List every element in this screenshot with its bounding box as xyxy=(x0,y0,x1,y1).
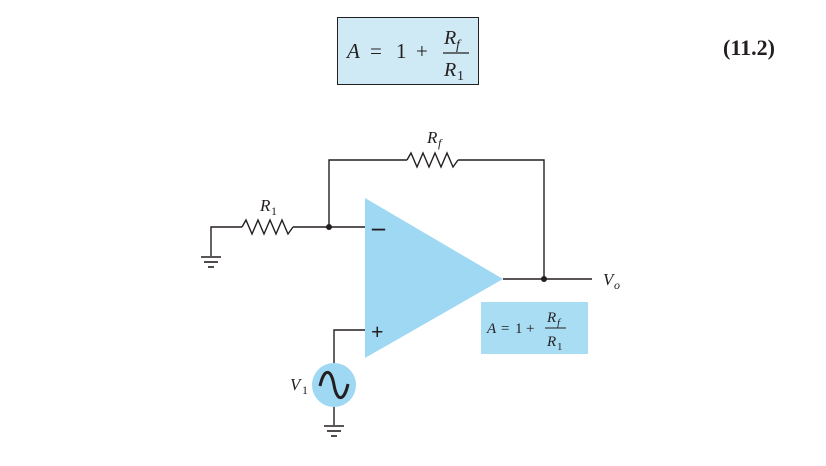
gain-formula-box xyxy=(481,302,588,354)
equation-denominator: R xyxy=(443,59,456,81)
junction-dot-input xyxy=(326,224,332,230)
gain-denominator-sub: 1 xyxy=(557,341,563,353)
equation-formula: A = 1 + R f R 1 xyxy=(345,27,469,84)
equation-box xyxy=(337,17,479,85)
gain-lhs: A xyxy=(486,321,497,337)
gain-one: 1 xyxy=(515,321,523,337)
v1-label: V xyxy=(290,375,303,394)
circuit-wires xyxy=(210,151,592,425)
vo-label: V xyxy=(603,270,616,289)
wire-noninverting-input xyxy=(333,329,365,363)
equation-numerator: R xyxy=(443,27,456,49)
noninverting-input-sign: + xyxy=(371,319,384,344)
inverting-input-sign: – xyxy=(371,213,386,242)
equation-denominator-sub: 1 xyxy=(457,69,464,84)
gain-formula: A = 1 + R f R 1 xyxy=(486,310,566,353)
rf-label: R xyxy=(426,128,438,147)
vo-label-sub: o xyxy=(614,278,620,292)
equation-numerator-sub: f xyxy=(456,38,462,53)
resistor-r1 xyxy=(241,218,294,236)
equation-one: 1 xyxy=(396,39,407,63)
rf-label-sub: f xyxy=(438,136,443,150)
wire-feedback-right xyxy=(458,159,545,279)
ground-symbol-left xyxy=(201,256,221,268)
equation-lhs: A xyxy=(345,39,360,63)
equation-equals: = xyxy=(370,39,382,63)
wire-ground-to-r1 xyxy=(210,226,242,256)
ground-symbol-bottom xyxy=(324,425,344,437)
gain-denominator: R xyxy=(546,334,556,350)
op-amp-triangle xyxy=(365,198,503,358)
gain-numerator-sub: f xyxy=(557,317,562,329)
resistor-rf xyxy=(406,151,459,169)
gain-plus: + xyxy=(526,321,534,337)
gain-numerator: R xyxy=(546,310,556,326)
r1-label: R xyxy=(259,196,271,215)
wire-feedback-left xyxy=(328,159,407,227)
junction-dot-output xyxy=(541,276,547,282)
v1-label-sub: 1 xyxy=(302,383,308,397)
r1-label-sub: 1 xyxy=(271,204,277,218)
equation-plus: + xyxy=(416,39,428,63)
sine-wave-icon xyxy=(318,370,350,400)
equation-number: (11.2) xyxy=(723,35,775,60)
gain-equals: = xyxy=(501,321,509,337)
